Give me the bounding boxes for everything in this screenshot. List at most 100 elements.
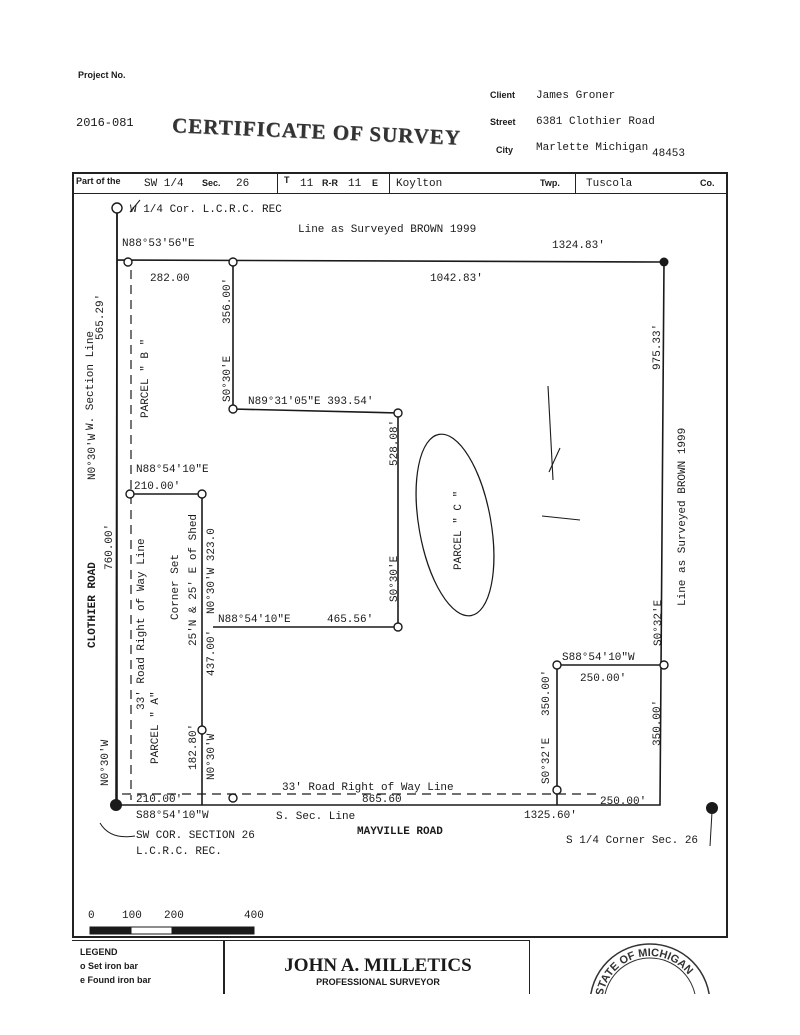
strip-cell-township-range: T 11 R-R 11 E <box>278 172 390 194</box>
dist-350-inner-label: 350.00' <box>541 670 553 716</box>
bearing-s885410-w-bottom-label: S88°54'10"W <box>136 810 209 822</box>
street-address: 6381 Clothier Road <box>536 116 655 128</box>
set-iron-bar-marker <box>125 489 135 499</box>
outer-boundary-line <box>115 208 665 806</box>
corner-set-label-line-2: 25'N & 25' E of Shed <box>188 514 200 646</box>
leader-line <box>129 199 141 213</box>
legend-title: LEGEND <box>80 947 118 957</box>
scale-bar <box>89 926 255 935</box>
client-label: Client <box>490 90 516 100</box>
surveyor-name: JOHN A. MILLETICS <box>284 955 472 976</box>
bearing-north-label: N88°53'56"E <box>122 238 195 250</box>
co-label: Co. <box>700 178 715 188</box>
r-direction: E <box>372 178 379 188</box>
legend-set-iron-bar: o Set iron bar <box>80 961 139 971</box>
strip-cell-part: Part of the SW 1/4 Sec. 26 <box>72 172 278 194</box>
found-iron-bar-marker <box>659 257 669 267</box>
dist-210-bottom-label: 210.00' <box>136 794 182 806</box>
sw-corner-label-line-1: SW COR. SECTION 26 <box>136 830 255 842</box>
line-top-label: Line as Surveyed BROWN 1999 <box>298 224 476 236</box>
bearing-s032e-inner-label: S0°32'E <box>541 737 553 784</box>
svg-text:STATE OF MICHIGAN: STATE OF MICHIGAN <box>594 947 695 994</box>
seal-box: STATE OF MICHIGAN <box>530 940 728 994</box>
parcel-c-outline <box>415 433 495 617</box>
location-strip: Part of the SW 1/4 Sec. 26 T 11 R-R 11 E… <box>72 172 728 194</box>
part-label: Part of the <box>76 176 121 186</box>
leader-line <box>709 811 713 847</box>
sw-corner-label-line-2: L.C.R.C. REC. <box>136 846 222 858</box>
nw-quarter-corner-marker <box>111 202 123 214</box>
dist-1325-label: 1325.60' <box>524 810 577 822</box>
dist-350-outer-label: 350.00' <box>652 700 664 746</box>
client-name: James Groner <box>536 90 616 102</box>
dist-465-label: 465.56' <box>327 614 373 626</box>
s-quarter-corner-label: S 1/4 Corner Sec. 26 <box>566 835 698 847</box>
bearing-n885410-b-label: N88°54'10"E <box>218 614 291 626</box>
bearing-n030w-left-label: N0°30'W <box>87 433 99 480</box>
s-quarter-corner-marker <box>706 802 718 814</box>
zip-code: 48453 <box>652 148 686 160</box>
east-parcel-boundary-line <box>556 664 664 805</box>
r-label: R-R <box>322 178 338 188</box>
street-label: Street <box>490 117 516 127</box>
parcel-b-label: PARCEL " B " <box>140 339 152 418</box>
bearing-n030w-323-label: N0°30'W 323.0 <box>206 528 218 614</box>
surveyor-box: JOHN A. MILLETICS PROFESSIONAL SURVEYOR <box>224 940 530 994</box>
dist-210-top-label: 210.00' <box>134 481 180 493</box>
set-iron-bar-marker <box>552 660 562 670</box>
dist-975-label: 975.33' <box>652 324 664 370</box>
city-name: Marlette Michigan <box>536 142 649 154</box>
line-right-label: Line as Surveyed BROWN 1999 <box>677 428 689 606</box>
scale-label-200: 200 <box>164 910 184 922</box>
set-iron-bar-marker <box>228 793 238 803</box>
set-iron-bar-marker <box>228 257 238 267</box>
bearing-s030e-a-label: S0°30'E <box>222 355 234 402</box>
set-iron-bar-marker <box>393 408 403 418</box>
t-label: T <box>284 175 290 185</box>
seal-text: STATE OF MICHIGAN <box>594 947 695 994</box>
city-label: City <box>496 145 514 155</box>
set-iron-bar-marker <box>197 489 207 499</box>
bearing-s032e-right-label: S0°32'E <box>653 599 665 646</box>
scale-label-100: 100 <box>122 910 142 922</box>
set-iron-bar-marker <box>552 785 562 795</box>
r-value: 11 <box>348 178 362 190</box>
twp-label: Twp. <box>540 178 560 188</box>
s-sec-line-label: S. Sec. Line <box>276 811 355 823</box>
dist-528-label: 528.08' <box>389 420 401 466</box>
dist-760-label: 760.00' <box>104 524 116 570</box>
bearing-n030w-small-label: N0°30'W <box>206 733 218 780</box>
parcel-a-label: PARCEL " A" <box>150 691 162 764</box>
nw-corner-label: W 1/4 Cor. L.C.R.C. REC <box>130 204 282 216</box>
set-iron-bar-marker <box>393 622 403 632</box>
corner-set-label-line-1: Corner Set <box>170 554 182 620</box>
road-row-south-label: 33' Road Right of Way Line <box>282 782 454 794</box>
bearing-n030w-bottom-label: N0°30'W <box>100 739 112 786</box>
survey-frame <box>72 172 728 938</box>
dist-565-label: 565.29' <box>95 294 107 340</box>
leader-line <box>99 822 136 838</box>
scale-label-0: 0 <box>88 910 95 922</box>
strip-cell-county: Tuscola Co. <box>576 172 728 194</box>
bearing-s030e-b-label: S0°30'E <box>389 555 401 602</box>
dist-250-bottom-label: 250.00' <box>600 796 646 808</box>
dist-250-upper-label: 250.00' <box>580 673 626 685</box>
strip-cell-township-name: Koylton Twp. <box>390 172 576 194</box>
set-iron-bar-marker <box>123 257 133 267</box>
project-no-label: Project No. <box>78 70 126 80</box>
bearing-n885410-a-label: N88°54'10"E <box>136 464 209 476</box>
project-number: 2016-081 <box>76 116 134 130</box>
township-name: Koylton <box>396 178 443 190</box>
bearing-n8931-label: N89°31'05"E 393.54' <box>248 396 373 408</box>
mayville-road-label: MAYVILLE ROAD <box>357 826 443 838</box>
parcel-c-label: PARCEL " C " <box>453 491 465 570</box>
dist-top-right-label: 1042.83' <box>430 273 483 285</box>
dist-437-label: 437.00' <box>206 630 218 676</box>
legend-box: LEGEND o Set iron bar e Found iron bar <box>72 940 224 994</box>
dist-356-label: 356.00' <box>222 278 234 324</box>
sec-value: 26 <box>236 178 250 190</box>
sw-corner-marker <box>110 799 122 811</box>
set-iron-bar-marker <box>228 404 238 414</box>
set-iron-bar-marker <box>197 725 207 735</box>
